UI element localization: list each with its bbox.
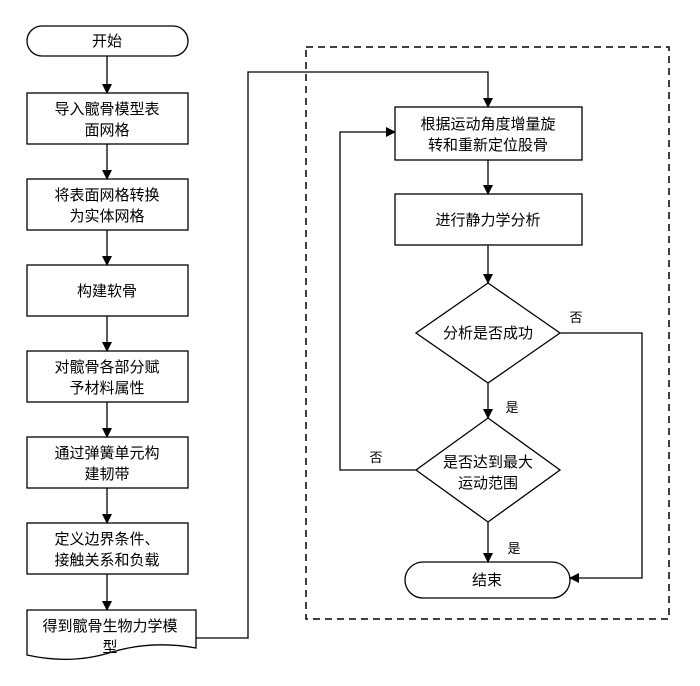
import-mesh-node [26, 92, 189, 145]
start-label: 开始 [92, 32, 122, 50]
arrow-range-no-rotate [339, 127, 416, 471]
arrow-model-rotate [196, 71, 493, 639]
assign-material-label-2: 予材料属性 [69, 379, 144, 397]
rotate-femur-label-1: 根据运动角度增量旋 [420, 115, 555, 133]
build-cartilage-label: 构建软骨 [77, 282, 137, 300]
build-ligament-label-1: 通过弹簧单元构 [54, 444, 159, 462]
static-analysis-label: 进行静力学分析 [435, 211, 540, 229]
build-ligament-node [26, 436, 189, 489]
max-range-label-1: 是否达到最大 [443, 453, 533, 471]
rotate-femur-label-2: 转和重新定位股骨 [428, 136, 548, 154]
define-conditions-label-1: 定义边界条件、 [54, 530, 159, 548]
analysis-success-label: 分析是否成功 [443, 324, 533, 342]
edge-label-success-no: 否 [569, 311, 582, 326]
edge-label-range-yes: 是 [507, 542, 520, 557]
biomech-model-label-2: 型 [102, 638, 117, 656]
loop-boundary [305, 46, 670, 620]
convert-mesh-label-2: 为实体网格 [69, 207, 144, 225]
import-mesh-label-2: 面网格 [84, 121, 129, 139]
end-label: 结束 [472, 571, 502, 589]
convert-mesh-label-1: 将表面网格转换 [54, 186, 159, 204]
biomech-model-label-1: 得到髋骨生物力学模 [42, 617, 177, 635]
build-ligament-label-2: 建韧带 [84, 465, 129, 483]
define-conditions-label-2: 接触关系和负载 [54, 551, 159, 569]
assign-material-label-1: 对髋骨各部分赋 [54, 358, 159, 376]
edge-label-success-yes: 是 [505, 401, 518, 416]
edge-label-range-no: 否 [369, 451, 382, 466]
biomech-model-node [26, 609, 197, 660]
build-cartilage-node [26, 264, 189, 317]
arrow-success-no-end [560, 332, 643, 583]
static-analysis-node [394, 193, 583, 246]
import-mesh-label-1: 导入髋骨模型表 [54, 100, 159, 118]
max-range-label-2: 运动范围 [458, 474, 518, 492]
